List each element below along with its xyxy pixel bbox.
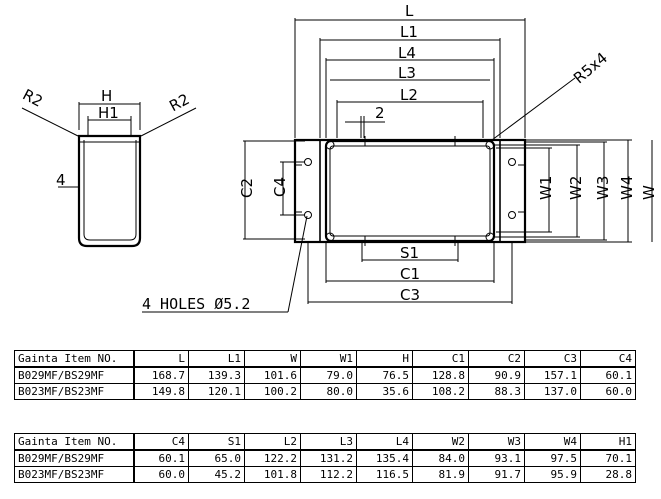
table-cell: 116.5 xyxy=(356,466,413,483)
table-cell: 122.2 xyxy=(244,449,301,467)
header-cell: W2 xyxy=(412,433,469,451)
table-cell: 97.5 xyxy=(524,449,581,467)
header-cell: C4 xyxy=(580,350,636,368)
label-L1: L1 xyxy=(400,23,418,41)
table-cell: 60.1 xyxy=(133,449,189,467)
table-cell: 60.0 xyxy=(133,466,189,483)
header-cell: Gainta Item NO. xyxy=(14,350,135,368)
label-L3: L3 xyxy=(398,64,416,82)
table-cell: B023MF/BS23MF xyxy=(14,466,135,483)
table-cell: 168.7 xyxy=(133,366,189,384)
label-4: 4 xyxy=(56,171,66,189)
label-W: W xyxy=(640,185,658,200)
table-header-row: Gainta Item NO. L L1 W W1 H C1 C2 C3 C4 xyxy=(14,350,636,368)
table-cell: 149.8 xyxy=(133,383,189,400)
label-H: H xyxy=(101,87,112,105)
table-cell: 101.6 xyxy=(244,366,301,384)
header-cell: L3 xyxy=(300,433,357,451)
table-cell: 157.1 xyxy=(524,366,581,384)
label-W3: W3 xyxy=(594,176,612,200)
header-cell: C1 xyxy=(412,350,469,368)
header-cell: L4 xyxy=(356,433,413,451)
header-cell: L1 xyxy=(188,350,245,368)
table-cell: 95.9 xyxy=(524,466,581,483)
header-cell: W4 xyxy=(524,433,581,451)
table-cell: 60.1 xyxy=(580,366,636,384)
label-W1: W1 xyxy=(537,176,555,200)
label-L4: L4 xyxy=(398,44,416,62)
header-cell: C2 xyxy=(468,350,525,368)
table-cell: B029MF/BS29MF xyxy=(14,449,135,467)
table-cell: 76.5 xyxy=(356,366,413,384)
table-cell: 60.0 xyxy=(580,383,636,400)
technical-drawing: H H1 R2 R2 4 L xyxy=(20,2,658,313)
label-C1: C1 xyxy=(400,265,420,283)
hole-top-left xyxy=(304,158,312,166)
spec-table-2: Gainta Item NO. C4 S1 L2 L3 L4 W2 W3 W4 … xyxy=(14,433,636,483)
label-C4: C4 xyxy=(271,177,289,197)
header-cell: Gainta Item NO. xyxy=(14,433,135,451)
header-cell: S1 xyxy=(188,433,245,451)
table-cell: 112.2 xyxy=(300,466,357,483)
table-cell: 88.3 xyxy=(468,383,525,400)
table-cell: 90.9 xyxy=(468,366,525,384)
table-cell: 93.1 xyxy=(468,449,525,467)
table-row: B029MF/BS29MF 168.7 139.3 101.6 79.0 76.… xyxy=(14,366,636,384)
label-R5x4: R5x4 xyxy=(570,49,611,87)
table-cell: 28.8 xyxy=(580,466,636,483)
table-header-row: Gainta Item NO. C4 S1 L2 L3 L4 W2 W3 W4 … xyxy=(14,433,636,451)
label-C3: C3 xyxy=(400,286,420,304)
hole-bottom-left xyxy=(304,211,312,219)
label-W4: W4 xyxy=(618,176,636,200)
table-cell: 137.0 xyxy=(524,383,581,400)
table-cell: 101.8 xyxy=(244,466,301,483)
table-cell: 45.2 xyxy=(188,466,245,483)
table-row: B023MF/BS23MF 60.0 45.2 101.8 112.2 116.… xyxy=(14,466,636,483)
table-cell: B023MF/BS23MF xyxy=(14,383,135,400)
table-cell: 81.9 xyxy=(412,466,469,483)
label-2: 2 xyxy=(375,104,385,122)
table-cell: B029MF/BS29MF xyxy=(14,366,135,384)
label-S1: S1 xyxy=(400,244,419,262)
header-cell: W xyxy=(244,350,301,368)
header-cell: H1 xyxy=(580,433,636,451)
table-cell: 91.7 xyxy=(468,466,525,483)
header-cell: H xyxy=(356,350,413,368)
label-W2: W2 xyxy=(567,176,585,200)
table-cell: 35.6 xyxy=(356,383,413,400)
side-view: H H1 R2 R2 4 xyxy=(20,86,197,248)
top-view: L L1 L4 L3 L2 2 R5x4 C2 C4 xyxy=(142,2,658,313)
table-cell: 65.0 xyxy=(188,449,245,467)
table-cell: 70.1 xyxy=(580,449,636,467)
table-cell: 108.2 xyxy=(412,383,469,400)
table-cell: 128.8 xyxy=(412,366,469,384)
label-4-holes: 4 HOLES Ø5.2 xyxy=(142,295,250,313)
spec-table-1: Gainta Item NO. L L1 W W1 H C1 C2 C3 C4 … xyxy=(14,350,636,400)
table-row: B029MF/BS29MF 60.1 65.0 122.2 131.2 135.… xyxy=(14,449,636,467)
hole-top-right xyxy=(508,158,516,166)
header-cell: C4 xyxy=(133,433,189,451)
table-cell: 139.3 xyxy=(188,366,245,384)
table-cell: 80.0 xyxy=(300,383,357,400)
table-cell: 84.0 xyxy=(412,449,469,467)
label-R2-left: R2 xyxy=(20,86,46,111)
header-cell: W1 xyxy=(300,350,357,368)
header-cell: L2 xyxy=(244,433,301,451)
table-row: B023MF/BS23MF 149.8 120.1 100.2 80.0 35.… xyxy=(14,383,636,400)
header-cell: C3 xyxy=(524,350,581,368)
table-cell: 120.1 xyxy=(188,383,245,400)
label-L2: L2 xyxy=(400,86,418,104)
header-cell: W3 xyxy=(468,433,525,451)
label-C2: C2 xyxy=(238,178,256,198)
header-cell: L xyxy=(133,350,189,368)
label-L: L xyxy=(405,2,414,20)
hole-bottom-right xyxy=(508,211,516,219)
table-cell: 135.4 xyxy=(356,449,413,467)
label-H1: H1 xyxy=(98,104,119,122)
table-cell: 131.2 xyxy=(300,449,357,467)
table-cell: 79.0 xyxy=(300,366,357,384)
table-cell: 100.2 xyxy=(244,383,301,400)
